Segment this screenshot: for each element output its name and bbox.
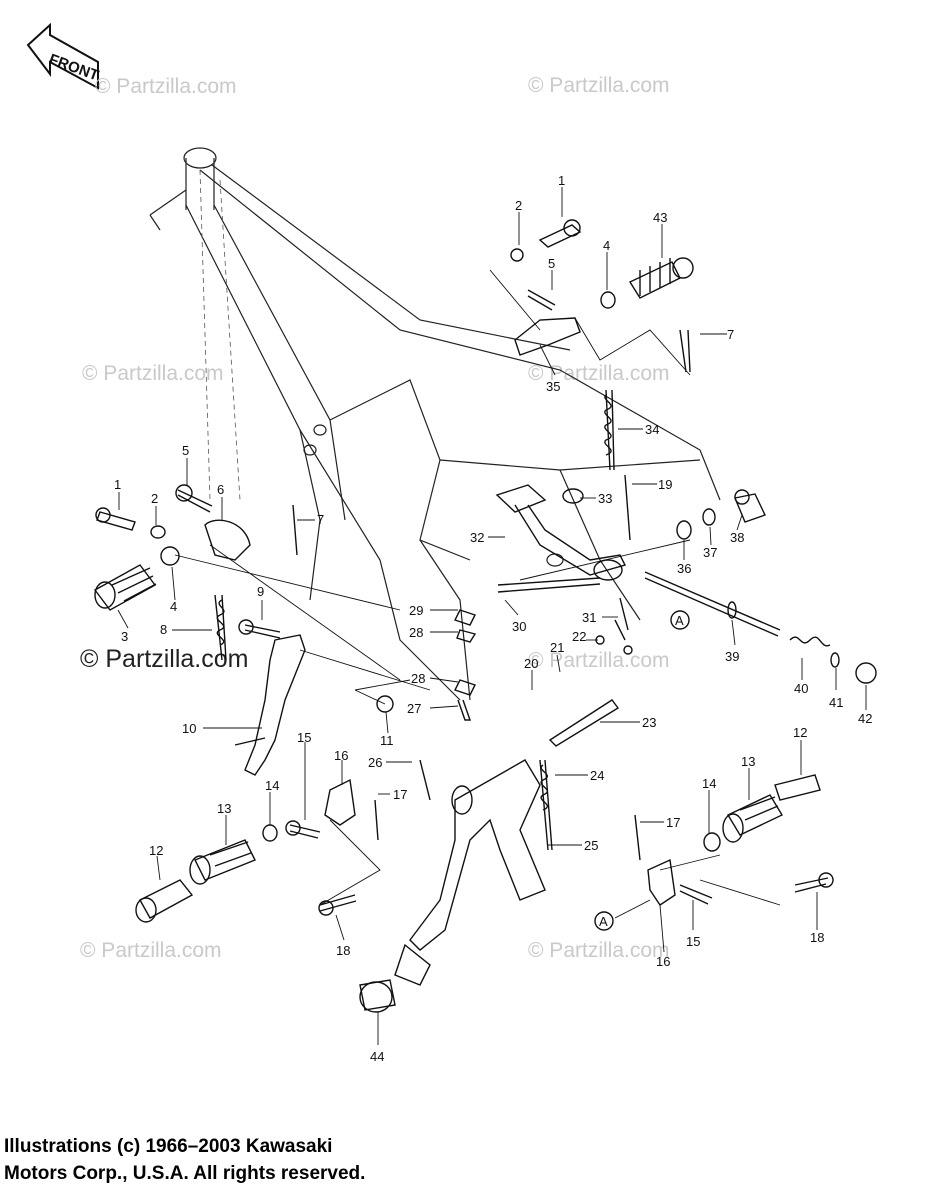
front-arrow-icon: FRONT — [26, 22, 101, 90]
right-lower-footpeg — [634, 774, 834, 906]
callout-label: 4 — [170, 599, 177, 614]
callout-label: 38 — [730, 530, 744, 545]
callout-label: 37 — [703, 545, 717, 560]
callout-label: 1 — [558, 173, 565, 188]
callout-label: 2 — [151, 491, 158, 506]
callout-label: 6 — [217, 482, 224, 497]
callout-label: 5 — [182, 443, 189, 458]
watermark: © Partzilla.com — [82, 362, 224, 385]
copyright-line-1: Illustrations (c) 1966–2003 Kawasaki — [4, 1136, 333, 1157]
callout-label: 7 — [727, 327, 734, 342]
callout-label: 34 — [645, 422, 659, 437]
callout-label: A — [675, 613, 684, 628]
callout-label: 21 — [550, 640, 564, 655]
watermark: © Partzilla.com — [528, 74, 670, 97]
callout-label: 28 — [409, 625, 423, 640]
callout-labels: 1 2 43 4 5 7 35 34 19 33 32 38 37 36 1 2… — [114, 173, 872, 1064]
callout-label: 11 — [380, 733, 394, 748]
callout-label: 44 — [370, 1049, 384, 1064]
watermark: © Partzilla.com — [80, 645, 248, 673]
watermark: © Partzilla.com — [528, 649, 670, 672]
callout-label: 14 — [702, 776, 716, 791]
callout-label: 16 — [656, 954, 670, 969]
callout-label: A — [599, 914, 608, 929]
left-lower-footpeg — [135, 778, 381, 923]
callout-label: 16 — [334, 748, 348, 763]
callout-label: 4 — [603, 238, 610, 253]
left-footpeg-sidestand — [93, 484, 431, 776]
callout-label: 36 — [677, 561, 691, 576]
callout-label: 35 — [546, 379, 560, 394]
callout-label: 7 — [317, 512, 324, 527]
passenger-footpeg-assembly — [489, 219, 694, 376]
callout-label: 43 — [653, 210, 667, 225]
watermark: © Partzilla.com — [528, 362, 670, 385]
callout-label: 13 — [741, 754, 755, 769]
copyright-line-2: Motors Corp., U.S.A. All rights reserved… — [4, 1163, 366, 1184]
callout-label: 41 — [829, 695, 843, 710]
callout-label: 40 — [794, 681, 808, 696]
frame-illustration — [149, 147, 721, 701]
center-stand — [354, 609, 620, 1013]
callout-label: 25 — [584, 838, 598, 853]
copyright-notice: Illustrations (c) 1966–2003 Kawasaki Mot… — [4, 1133, 365, 1187]
callout-label: 27 — [407, 701, 421, 716]
watermark: © Partzilla.com — [528, 939, 670, 962]
callout-label: 8 — [160, 622, 167, 637]
callout-label: 26 — [368, 755, 382, 770]
callout-label: 42 — [858, 711, 872, 726]
callout-label: 20 — [524, 656, 538, 671]
callout-label: 30 — [512, 619, 526, 634]
callout-label: 39 — [725, 649, 739, 664]
callout-label: 17 — [666, 815, 680, 830]
callout-label: 1 — [114, 477, 121, 492]
callout-label: 18 — [336, 943, 350, 958]
callout-label: 5 — [548, 256, 555, 271]
callout-label: 33 — [598, 491, 612, 506]
callout-label: 9 — [257, 584, 264, 599]
callout-label: 12 — [793, 725, 807, 740]
callout-label: 22 — [572, 629, 586, 644]
callout-label: 29 — [409, 603, 423, 618]
reference-markers — [594, 610, 690, 931]
callout-label: 19 — [658, 477, 672, 492]
callout-label: 23 — [642, 715, 656, 730]
callout-label: 12 — [149, 843, 163, 858]
watermark: © Partzilla.com — [95, 75, 237, 98]
watermark: © Partzilla.com — [80, 939, 222, 962]
callout-leaders — [117, 187, 867, 1045]
callout-label: 15 — [686, 934, 700, 949]
callout-label: 32 — [470, 530, 484, 545]
watermarks: © Partzilla.com © Partzilla.com © Partzi… — [80, 74, 670, 962]
callout-label: 24 — [590, 768, 604, 783]
brake-pedal-assembly — [495, 389, 766, 593]
callout-label: 18 — [810, 930, 824, 945]
brake-rod-assembly — [595, 571, 877, 684]
callout-label: 10 — [182, 721, 196, 736]
callout-label: 28 — [411, 671, 425, 686]
callout-label: 3 — [121, 629, 128, 644]
callout-label: 14 — [265, 778, 279, 793]
callout-label: 31 — [582, 610, 596, 625]
callout-label: 2 — [515, 198, 522, 213]
callout-label: 17 — [393, 787, 407, 802]
callout-label: 15 — [297, 730, 311, 745]
callout-label: 13 — [217, 801, 231, 816]
